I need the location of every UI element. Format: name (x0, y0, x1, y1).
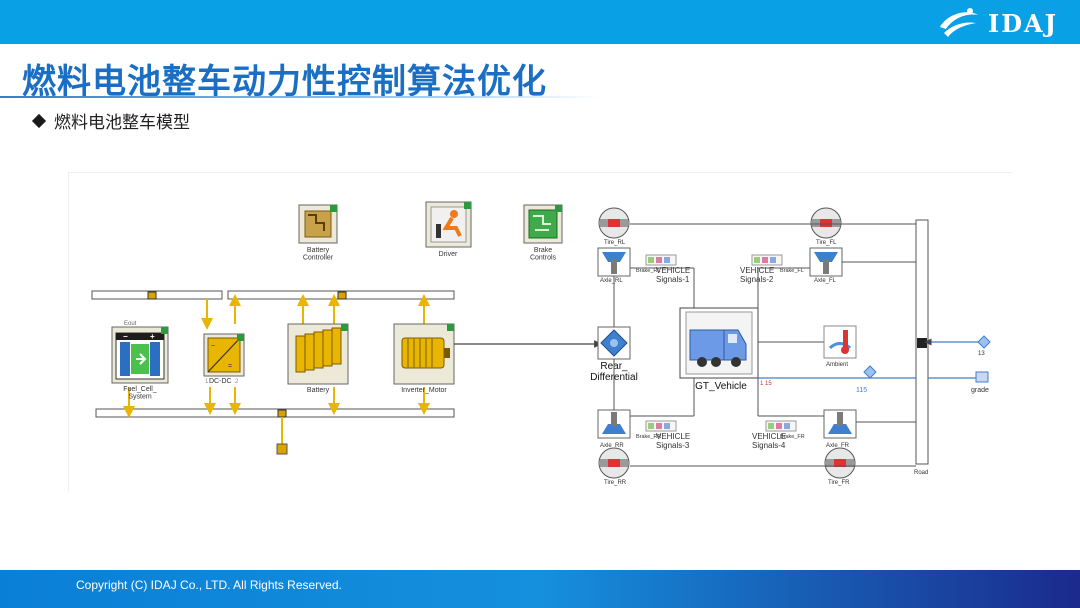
signal-115-block: 115 (856, 365, 877, 394)
axle-fl-label: Axle_FL (814, 278, 837, 284)
brake-fl-label: Brake_FL (780, 268, 804, 274)
battery-label: Battery (307, 387, 330, 394)
page-title: 燃料电池整车动力性控制算法优化 (22, 62, 547, 102)
signal-13-label: 13 (978, 351, 985, 357)
dcdc-block: ~ = 1 DC-DC 2 (203, 333, 245, 385)
logo-text: IDAJ (987, 8, 1058, 38)
axle-fr-label: Axle_FR (826, 443, 850, 449)
signal-115-label: 115 (856, 387, 867, 394)
ambient-block: Ambient (823, 325, 857, 368)
title-underline (0, 96, 600, 98)
brake-rl-block: Brake_RL (636, 254, 677, 274)
svg-text:~: ~ (211, 343, 215, 350)
axle-rr-block: Axle_RR (597, 409, 631, 449)
driver-block: Driver (425, 201, 472, 258)
axle-fr-block: Axle_FR (823, 409, 857, 449)
battery-block: Battery (287, 323, 349, 394)
svg-text:=: = (228, 363, 232, 370)
bus-bottom (95, 408, 455, 418)
idaj-logo: IDAJ (934, 6, 1058, 40)
dcdc-label: DC-DC (209, 378, 232, 385)
driver-label: Driver (439, 251, 458, 258)
brake-fr-block: Brake_FR (765, 420, 805, 440)
tire-fl-label: Tire_FL (816, 240, 837, 246)
tire-fr-block: Tire_FR (824, 447, 856, 486)
grade-label: grade (971, 387, 989, 394)
inverter-motor-block: Inverter_Motor (393, 323, 455, 394)
grade-block: grade (971, 371, 989, 394)
bullet-diamond-icon (31, 113, 47, 128)
gt-vehicle-block: GT_Vehicle 1 15 (679, 307, 772, 392)
axle-rl-block: Axle_RL (597, 247, 631, 284)
idaj-swoosh-icon (939, 8, 978, 37)
ground-block (276, 443, 288, 455)
tire-fl-block: Tire_FL (810, 207, 842, 246)
axle-fl-block: Axle_FL (809, 247, 843, 284)
section-heading: 燃料电池整车模型 (31, 108, 190, 133)
axle-rl-label: Axle_RL (600, 278, 623, 284)
road-label: Road (914, 470, 928, 476)
section-heading-text: 燃料电池整车模型 (54, 113, 190, 133)
gt-vehicle-label: GT_Vehicle (695, 381, 747, 392)
brake-fl-block: Brake_FL (751, 254, 804, 274)
brake-rr-block: Brake_RR (636, 420, 677, 440)
tire-rl-block: Tire_RL (598, 207, 630, 246)
brake-fr-label: Brake_FR (780, 434, 805, 440)
tire-rr-block: Tire_RR (598, 447, 630, 486)
footer-bar (0, 570, 1080, 608)
header-bar (0, 0, 1080, 44)
signal-13-block: 13 (977, 335, 991, 357)
ambient-label: Ambient (826, 362, 848, 368)
bus-top-left (91, 290, 223, 300)
fuel-cell-label: Fuel_Cell_System (123, 386, 157, 401)
brake-rr-label: Brake_RR (636, 434, 661, 440)
axle-rr-label: Axle_RR (600, 443, 624, 449)
tire-fr-label: Tire_FR (828, 480, 850, 486)
tire-rl-label: Tire_RL (604, 240, 626, 246)
tire-rr-label: Tire_RR (604, 480, 627, 486)
dcdc-left-port: 1 (205, 379, 209, 385)
dcdc-right-port: 2 (235, 379, 239, 385)
copyright-text: Copyright (C) IDAJ Co., LTD. All Rights … (76, 578, 342, 592)
fuel-cell-block: Eout − + Fuel_Cell_System (111, 321, 169, 401)
brake-rl-label: Brake_RL (636, 268, 660, 274)
inverter-motor-label: Inverter_Motor (401, 387, 447, 394)
svg-text:−: − (123, 332, 128, 341)
road-block: Road (914, 219, 929, 476)
svg-text:+: + (150, 332, 155, 341)
eout-label: Eout (124, 321, 137, 327)
gt-vehicle-port-label: 1 15 (760, 381, 772, 387)
